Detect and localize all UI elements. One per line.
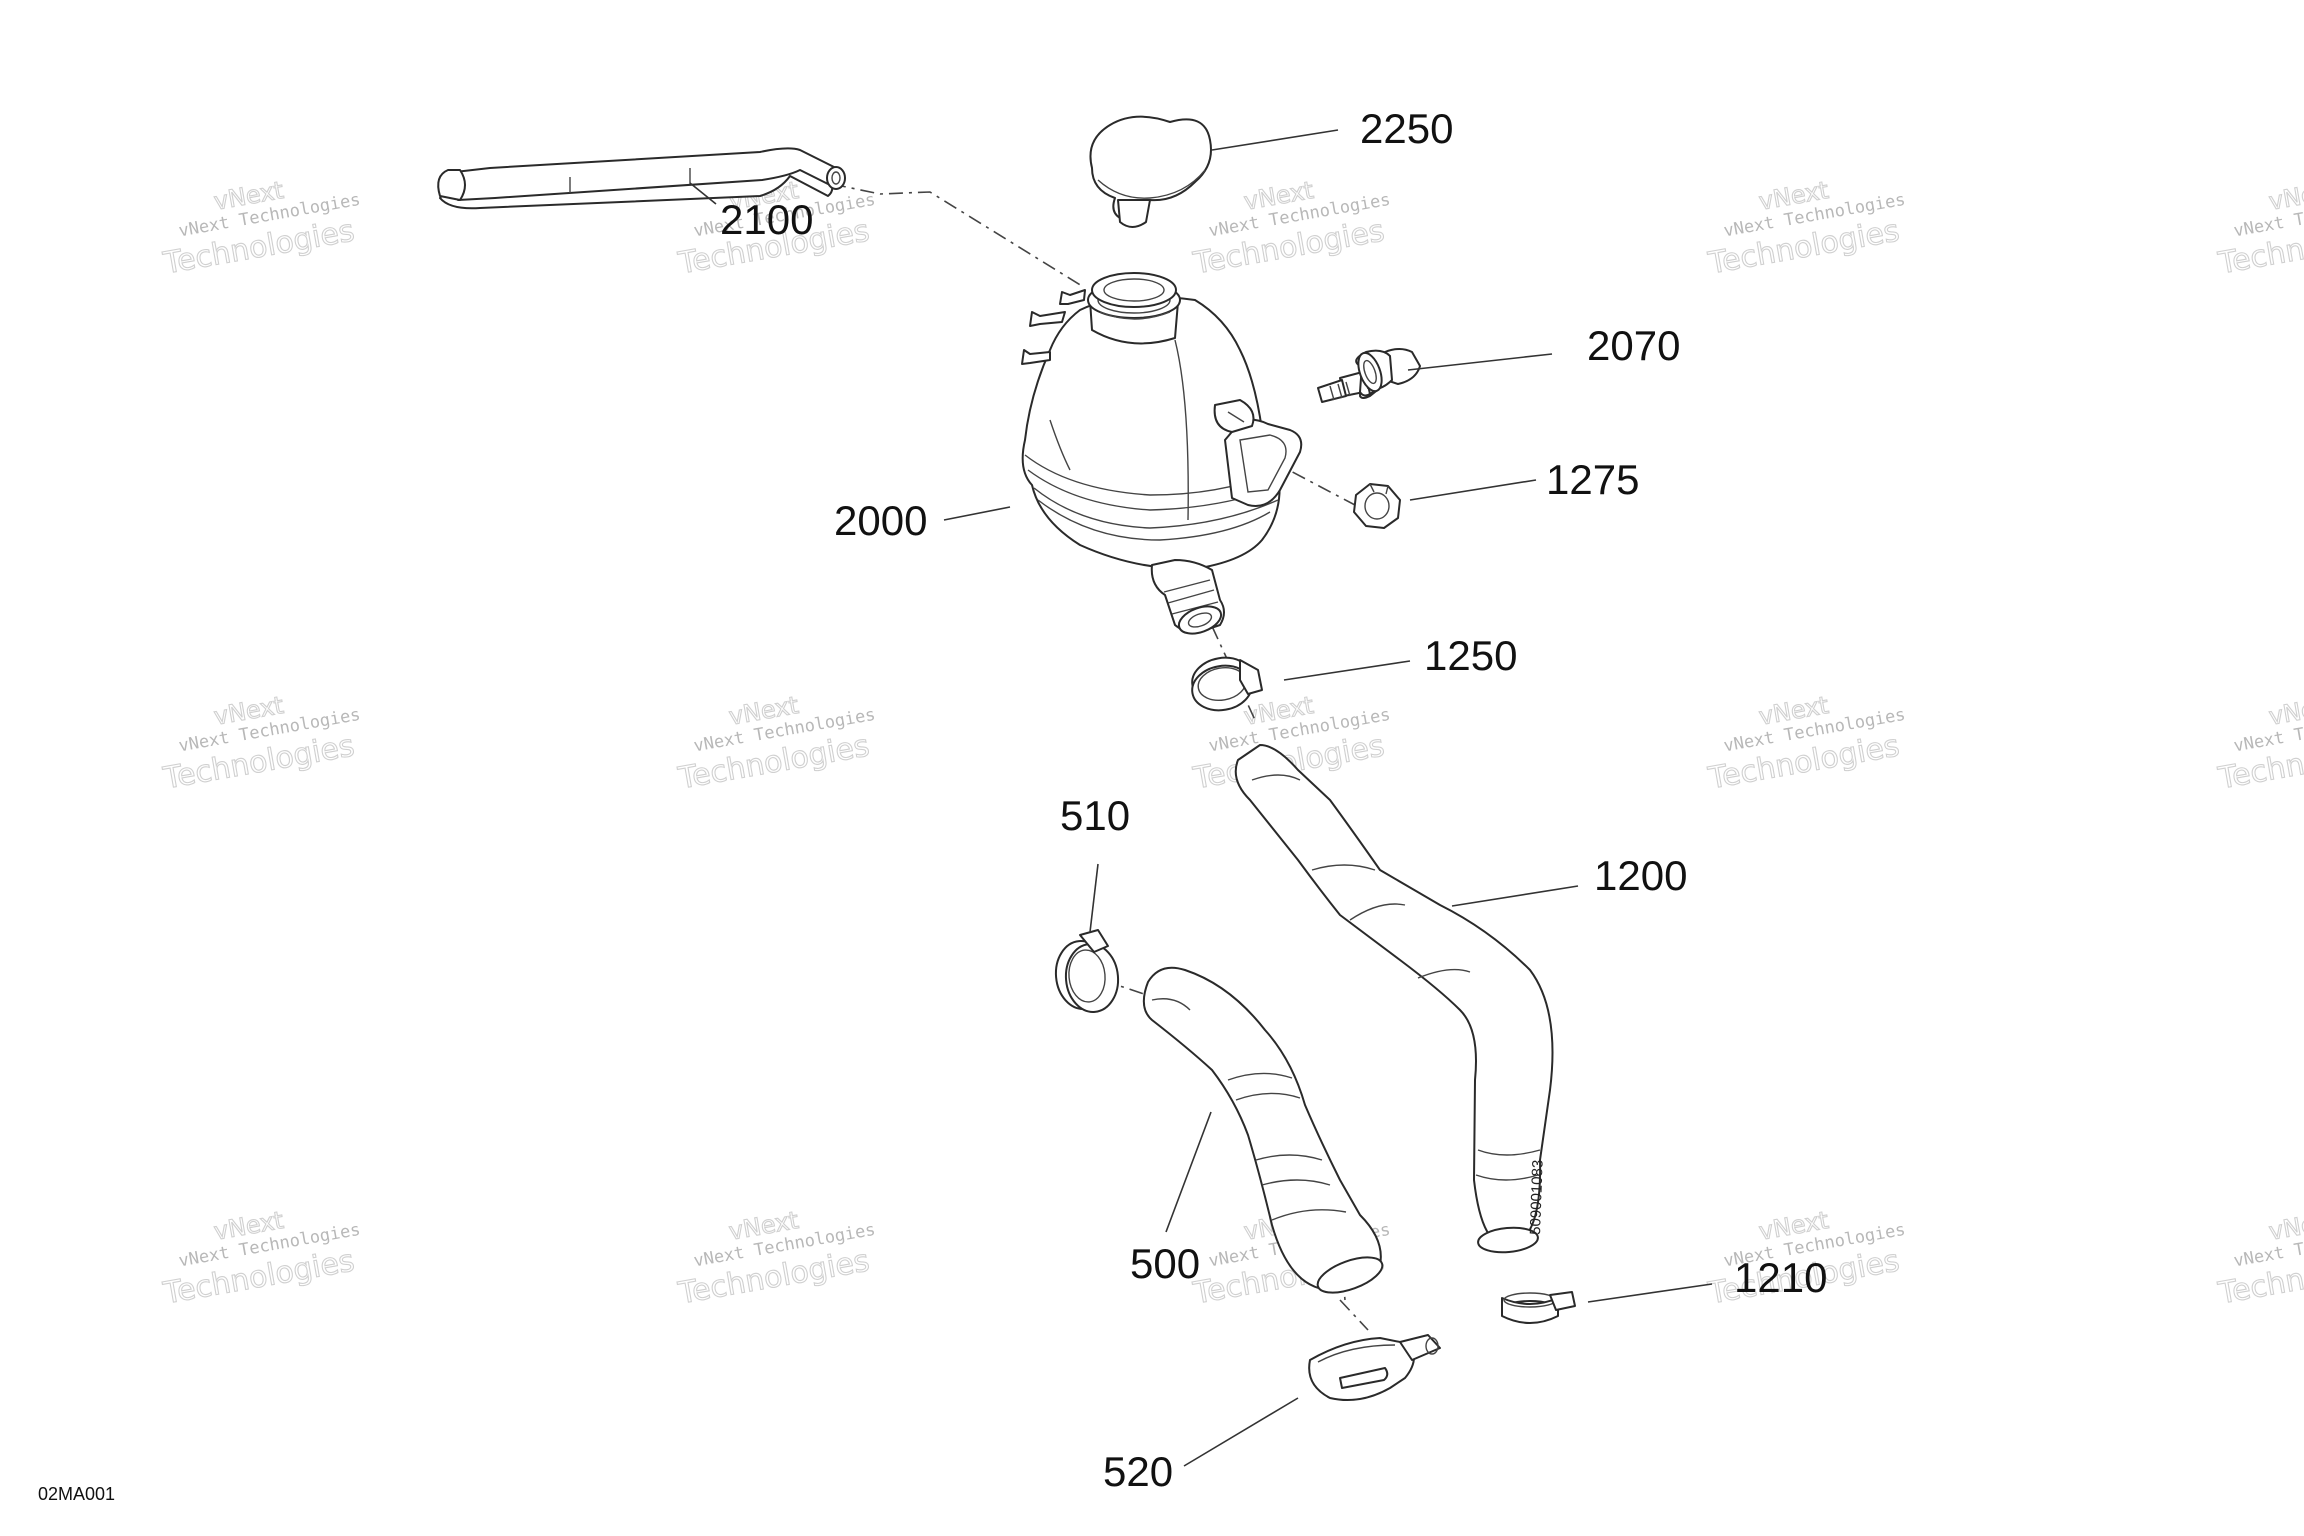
nut-1275	[1353, 483, 1401, 529]
hose-1200: 509001083	[1234, 744, 1554, 1254]
clamp-1210	[1501, 1291, 1576, 1324]
vent-hose-2100	[437, 147, 846, 210]
clamp-510	[1054, 929, 1120, 1013]
leader-1200	[1451, 885, 1579, 907]
leader-lines	[689, 129, 1713, 1467]
callout-1200: 1200	[1594, 852, 1687, 899]
callout-2000: 2000	[834, 497, 927, 544]
callout-1250: 1250	[1424, 632, 1517, 679]
leader-1250	[1283, 660, 1411, 681]
coolant-reservoir-2000	[1021, 272, 1303, 635]
hose-500	[1142, 966, 1384, 1294]
callout-2070: 2070	[1587, 322, 1680, 369]
hose-part-marking: 509001083	[1527, 1159, 1547, 1235]
leader-1275	[1409, 479, 1537, 501]
callout-510: 510	[1060, 792, 1130, 839]
clamp-520-centerline	[1339, 1299, 1369, 1331]
leader-2070	[1407, 353, 1553, 371]
leader-500	[1165, 1111, 1212, 1233]
bolt-2070	[1317, 348, 1421, 403]
clamp-520	[1308, 1334, 1441, 1401]
leader-2100	[689, 182, 717, 205]
callout-1275: 1275	[1546, 456, 1639, 503]
leader-2250	[1211, 129, 1339, 151]
leader-520	[1183, 1397, 1299, 1467]
figure-code: 02MA001	[38, 1484, 115, 1504]
callout-2250: 2250	[1360, 105, 1453, 152]
callout-500: 500	[1130, 1240, 1200, 1287]
callout-labels: 2250 2100 2070 1275 2000 1250 510 1200 5…	[720, 105, 1827, 1495]
callout-2100: 2100	[720, 196, 813, 243]
leader-1210	[1587, 1283, 1713, 1303]
watermark-layer: vNext vNext Technologies Technologies vN…	[160, 175, 2304, 1312]
callout-1210: 1210	[1734, 1254, 1827, 1301]
clamp-1250	[1191, 656, 1263, 712]
leader-510	[1089, 863, 1099, 933]
callout-520: 520	[1103, 1448, 1173, 1495]
pressure-cap-2250	[1089, 115, 1212, 228]
leader-2000	[943, 506, 1011, 521]
